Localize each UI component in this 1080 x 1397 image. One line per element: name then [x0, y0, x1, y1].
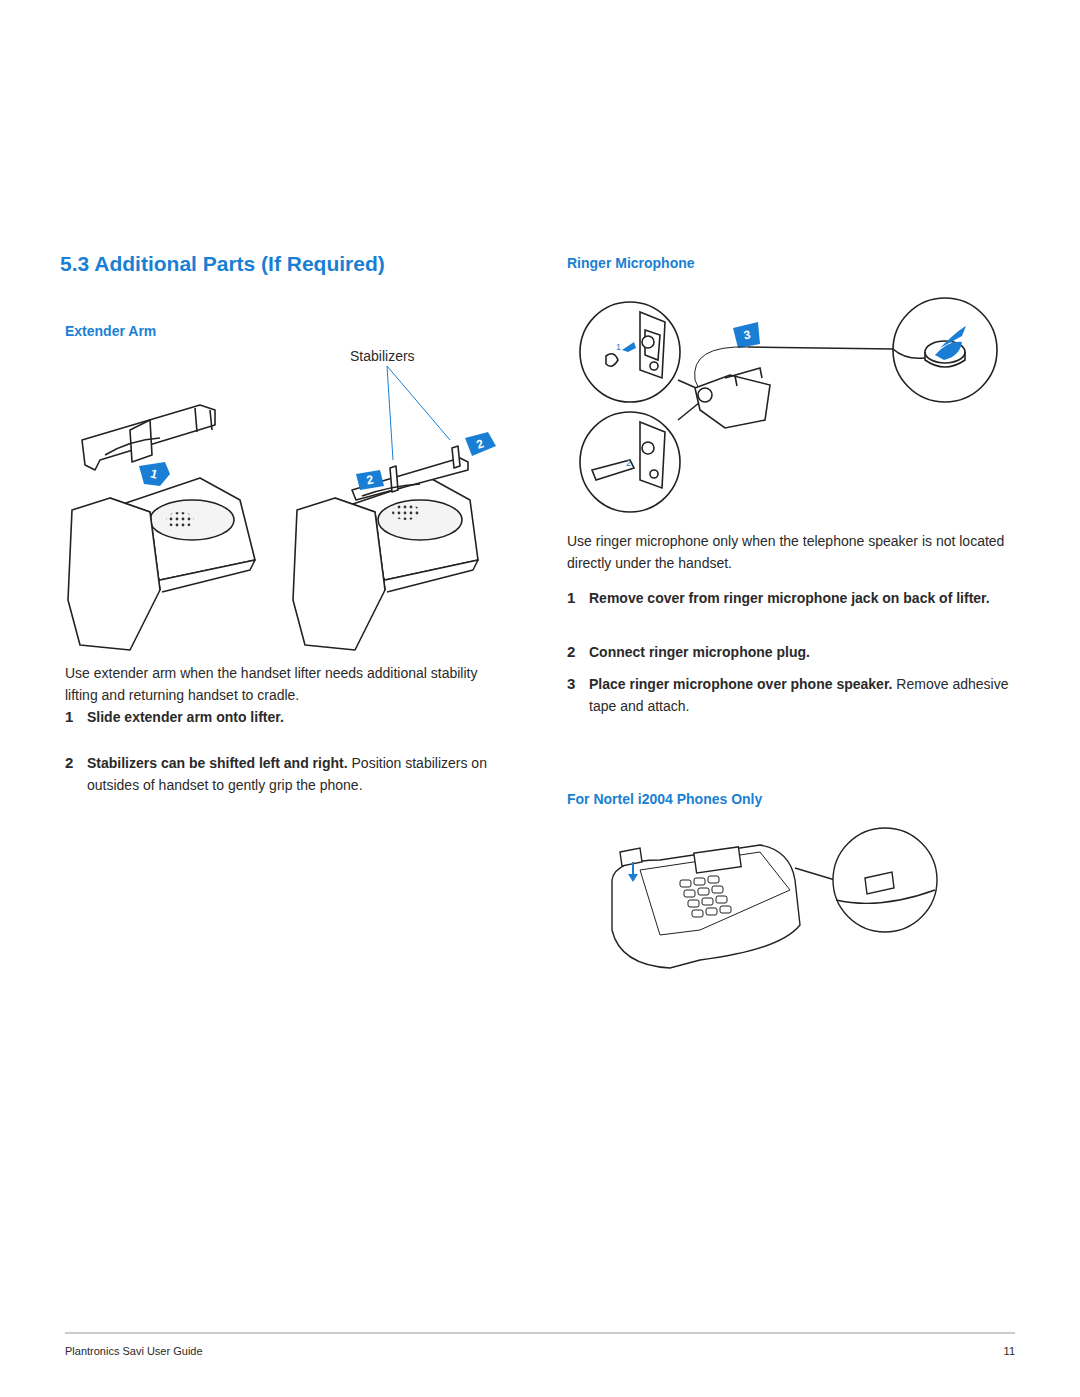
keypad-key [706, 908, 717, 915]
extender-arm-figure [68, 405, 478, 650]
page-number: 11 [1004, 1340, 1015, 1362]
subheading: Ringer Microphone [567, 252, 695, 274]
keypad-key [720, 906, 731, 913]
keypad-key [716, 896, 727, 903]
step-text: Remove cover from ringer microphone jack… [589, 587, 1009, 609]
part-name: Stabilizers [350, 345, 415, 367]
section-title: 5.3 Additional Parts (If Required) [60, 250, 385, 278]
keypad-key [692, 910, 703, 917]
callout-number: 2 [361, 471, 380, 490]
leader-line [387, 366, 450, 460]
step-number: 2 [65, 752, 73, 774]
callout-arrow [632, 862, 634, 876]
body-text: Use ringer microphone only when the tele… [567, 530, 1007, 574]
keypad-key [684, 890, 695, 897]
keypad-key [708, 876, 719, 883]
callout-number: 3 [738, 326, 757, 345]
step-text: Place ringer microphone over phone speak… [589, 673, 1009, 717]
keypad-key [688, 900, 699, 907]
step-number: 3 [567, 673, 575, 695]
step-text: Stabilizers can be shifted left and righ… [87, 752, 497, 796]
ringer-mic-figure [580, 298, 997, 512]
step-number: 1 [567, 587, 575, 609]
footer-rule [65, 1333, 1015, 1334]
callout-arrow [622, 326, 966, 360]
keypad-key [698, 888, 709, 895]
keypad-key [680, 880, 691, 887]
nortel-phone-figure [612, 828, 937, 968]
callout-arrow [628, 874, 638, 882]
subheading: For Nortel i2004 Phones Only [567, 788, 762, 810]
step-text: Slide extender arm onto lifter. [87, 706, 487, 728]
step-text: Connect ringer microphone plug. [589, 641, 1009, 663]
body-text: Use extender arm when the handset lifter… [65, 662, 485, 706]
footer-text: Plantronics Savi User Guide [65, 1340, 203, 1362]
step-text: Position stabilizers on outsides of hand… [87, 755, 487, 793]
subheading: Extender Arm [65, 320, 156, 342]
keypad-key [702, 898, 713, 905]
keypad-key [694, 878, 705, 885]
keypad-key [712, 886, 723, 893]
step-number: 1 [65, 706, 73, 728]
step-number: 2 [567, 641, 575, 663]
step-text: Remove adhesive tape and attach. [589, 676, 1008, 714]
callout-number: 1 [616, 336, 621, 358]
callout-number: 2 [626, 452, 631, 474]
